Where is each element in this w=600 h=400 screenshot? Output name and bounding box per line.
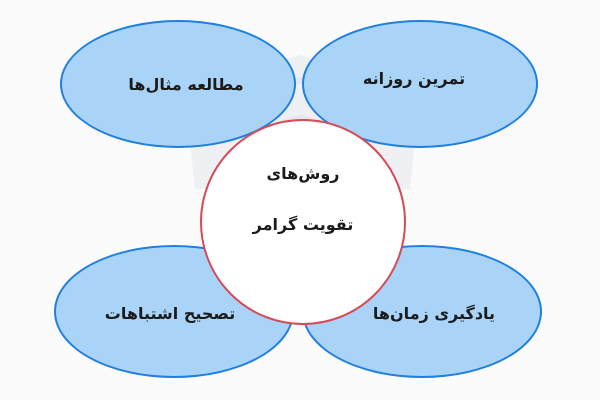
- node-daily-practice-label: تمرین روزانه: [362, 68, 466, 88]
- node-daily-practice: تمرین روزانه: [302, 20, 538, 148]
- center-title-line-2: تقویت گرامر: [252, 215, 354, 234]
- node-learn-tenses-label: یادگیری زمان‌ها: [372, 304, 496, 323]
- node-correct-mistakes-label: تصحیح اشتباهات: [104, 304, 236, 323]
- node-study-examples: مطالعه مثال‌ها: [60, 20, 296, 148]
- node-study-examples-label: مطالعه مثال‌ها: [128, 74, 244, 94]
- center-circle: روش‌های تقویت گرامر: [200, 119, 406, 325]
- center-title-line-1: روش‌های: [266, 164, 340, 183]
